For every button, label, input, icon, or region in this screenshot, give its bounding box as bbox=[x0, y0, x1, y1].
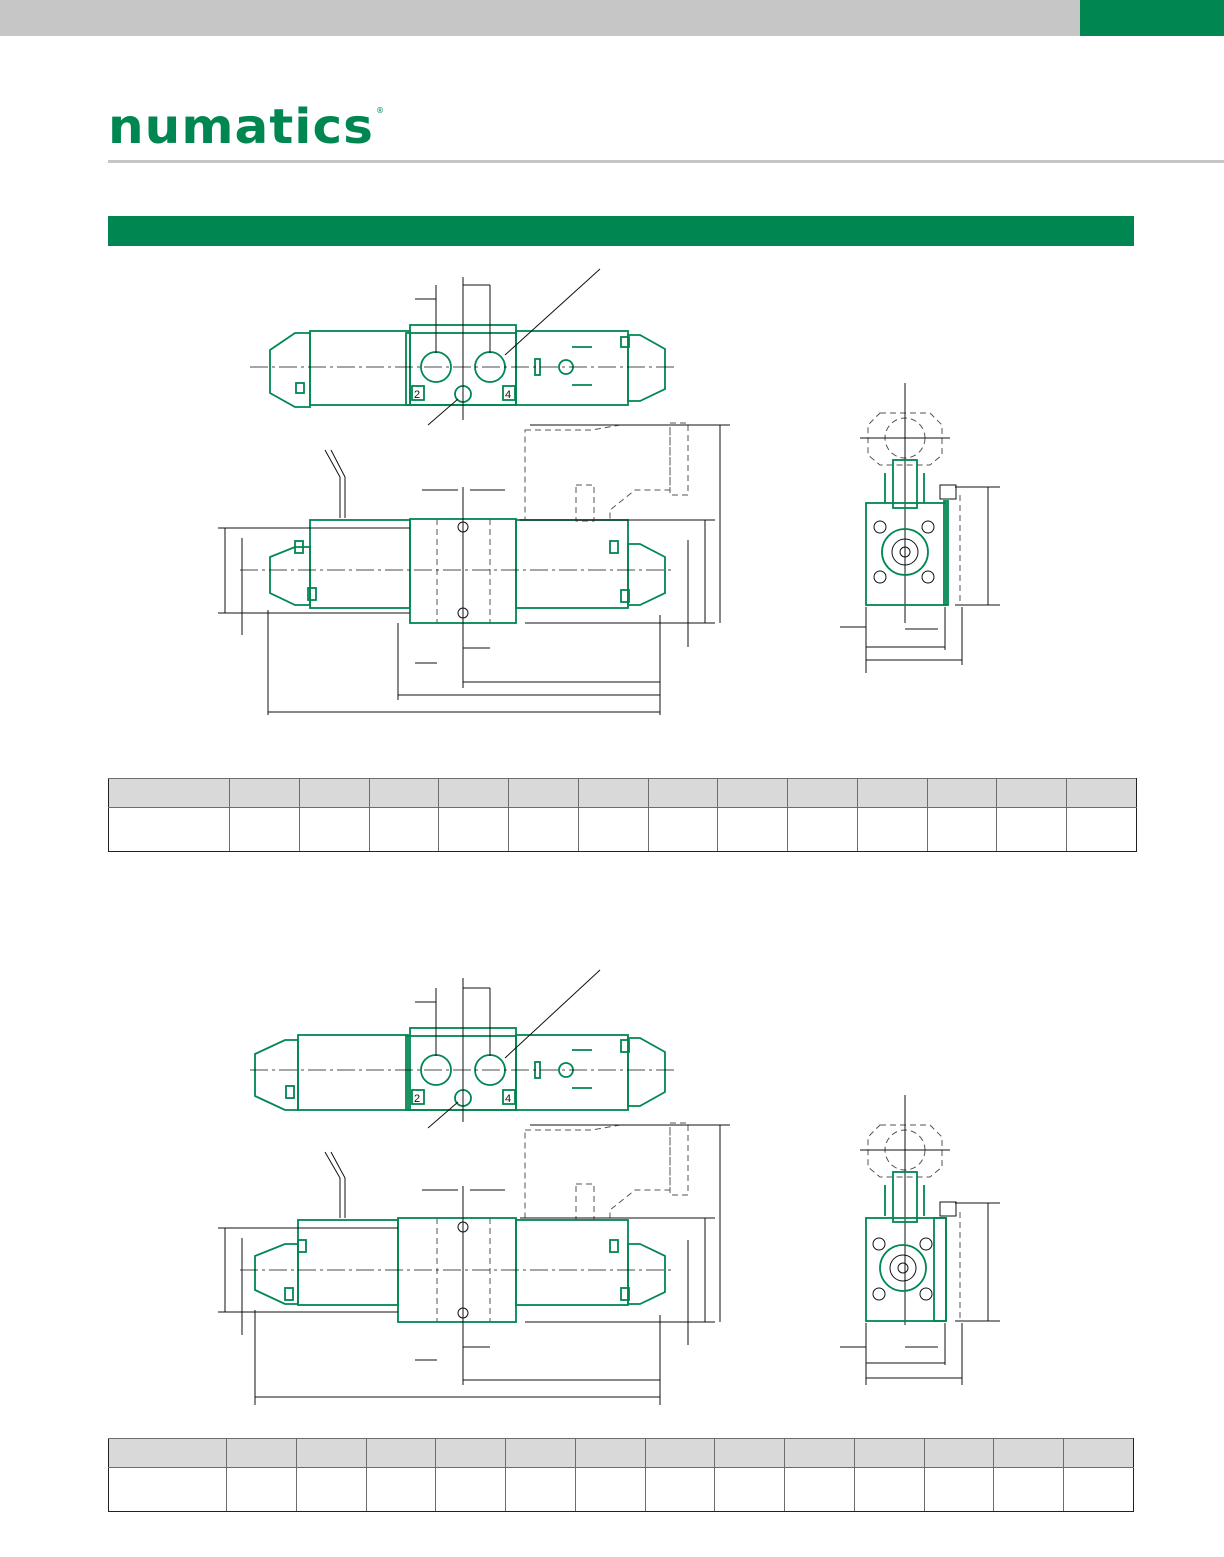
header-cell bbox=[226, 1438, 297, 1468]
header-cell bbox=[714, 1438, 786, 1468]
table-cell bbox=[993, 1467, 1065, 1512]
table-row bbox=[108, 807, 1137, 852]
header-cell bbox=[368, 778, 440, 808]
header-cell bbox=[438, 778, 510, 808]
table-cell bbox=[229, 807, 300, 852]
numatics-logo: numatics ® bbox=[108, 101, 384, 149]
table-row bbox=[108, 1467, 1134, 1512]
table-cell bbox=[923, 1467, 995, 1512]
table-cell bbox=[996, 807, 1068, 852]
header-cell bbox=[108, 778, 230, 808]
port-label-2: 2 bbox=[414, 389, 420, 401]
header-cell bbox=[295, 1438, 367, 1468]
port-label-2: 2 bbox=[414, 1093, 420, 1105]
header-cell bbox=[435, 1438, 507, 1468]
table-cell bbox=[856, 807, 928, 852]
table-cell bbox=[577, 807, 649, 852]
table-cell bbox=[926, 807, 998, 852]
table-cell bbox=[365, 1467, 437, 1512]
front-view bbox=[218, 422, 730, 715]
front-view bbox=[218, 1122, 730, 1405]
header-cell bbox=[577, 778, 649, 808]
header-cell bbox=[993, 1438, 1065, 1468]
header-cell bbox=[926, 778, 998, 808]
top-view: 2 4 bbox=[250, 268, 675, 426]
header-cell bbox=[229, 778, 300, 808]
logo-wordmark: numatics bbox=[108, 101, 374, 149]
dimension-table-1 bbox=[108, 778, 1137, 852]
table-cell bbox=[717, 807, 789, 852]
table-cell bbox=[714, 1467, 786, 1512]
table-cell bbox=[1063, 1467, 1134, 1512]
table-cell bbox=[108, 1467, 227, 1512]
table-cell bbox=[1066, 807, 1137, 852]
top-view: 2 4 bbox=[250, 969, 675, 1129]
table-cell bbox=[574, 1467, 646, 1512]
top-bar bbox=[0, 0, 1224, 36]
table-cell bbox=[508, 807, 579, 852]
header-cell bbox=[784, 1438, 855, 1468]
top-bar-accent bbox=[1080, 0, 1224, 36]
table-cell bbox=[108, 807, 230, 852]
header-cell bbox=[923, 1438, 995, 1468]
header-cell bbox=[647, 778, 719, 808]
header-cell bbox=[996, 778, 1068, 808]
table-cell bbox=[368, 807, 440, 852]
side-view bbox=[840, 383, 1000, 673]
table-cell bbox=[787, 807, 858, 852]
port-label-4: 4 bbox=[505, 389, 511, 401]
table-cell bbox=[435, 1467, 507, 1512]
header-rule bbox=[108, 160, 1224, 163]
header-cell bbox=[108, 1438, 227, 1468]
table-cell bbox=[647, 807, 719, 852]
table-header-row bbox=[108, 1438, 1134, 1468]
header-cell bbox=[298, 778, 370, 808]
header-cell bbox=[365, 1438, 437, 1468]
header-cell bbox=[574, 1438, 646, 1468]
section-title-bar bbox=[108, 216, 1134, 246]
header-cell bbox=[505, 1438, 576, 1468]
table-cell bbox=[438, 807, 510, 852]
table-cell bbox=[505, 1467, 576, 1512]
table-cell bbox=[644, 1467, 716, 1512]
table-cell bbox=[295, 1467, 367, 1512]
header-cell bbox=[1063, 1438, 1134, 1468]
header-cell bbox=[717, 778, 789, 808]
valve-drawing-2: 2 4 bbox=[218, 969, 1000, 1405]
header-cell bbox=[787, 778, 858, 808]
header-cell bbox=[508, 778, 579, 808]
table-header-row bbox=[108, 778, 1137, 808]
side-view bbox=[840, 1095, 1000, 1385]
table-cell bbox=[226, 1467, 297, 1512]
dimension-table-2 bbox=[108, 1438, 1134, 1512]
port-label-4: 4 bbox=[505, 1093, 511, 1105]
valve-drawing-1: 2 4 bbox=[218, 268, 1000, 715]
header-cell bbox=[856, 778, 928, 808]
header-cell bbox=[1066, 778, 1137, 808]
header-cell bbox=[853, 1438, 925, 1468]
table-cell bbox=[298, 807, 370, 852]
table-cell bbox=[853, 1467, 925, 1512]
table-cell bbox=[784, 1467, 855, 1512]
registered-mark: ® bbox=[376, 106, 384, 115]
header-cell bbox=[644, 1438, 716, 1468]
